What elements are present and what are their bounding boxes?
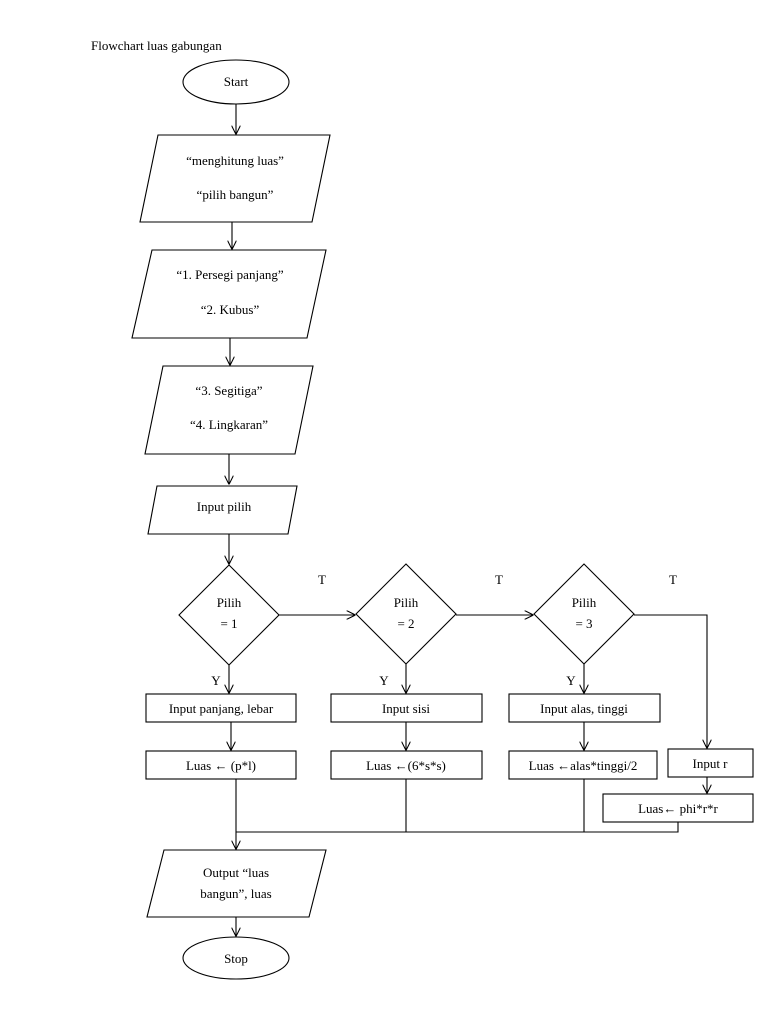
io-menghitung-luas: “menghitung luas” “pilih bangun” <box>139 134 331 223</box>
edge-label-true-1: Y <box>211 673 221 688</box>
d2-line1: Pilih <box>394 595 419 610</box>
p1-calc-label: Luas ← (p*l) <box>186 758 256 773</box>
decision-pilih-2: Pilih = 2 <box>355 563 457 665</box>
io1-line1: “menghitung luas” <box>186 153 284 168</box>
process-input-sisi: Input sisi <box>330 693 483 723</box>
process-input-alas-tinggi: Input alas, tinggi <box>508 693 661 723</box>
io1-line2: “pilih bangun” <box>197 187 274 202</box>
start-terminal: Start <box>182 59 290 105</box>
edge-merge-4 <box>236 822 679 833</box>
io2-line2: “2. Kubus” <box>201 302 260 317</box>
decision-pilih-1: Pilih = 1 <box>178 564 280 666</box>
p1-input-label: Input panjang, lebar <box>169 701 274 716</box>
p3-calc-label: Luas ←alas*tinggi/2 <box>529 758 638 773</box>
d2-line2: = 2 <box>397 616 414 631</box>
process-luas-segitiga: Luas ←alas*tinggi/2 <box>508 750 658 780</box>
p2-calc-label: Luas ←(6*s*s) <box>366 758 446 773</box>
process-input-r: Input r <box>667 748 754 778</box>
edge-label-false-3: T <box>669 572 677 587</box>
d1-line2: = 1 <box>220 616 237 631</box>
io-output-luas: Output “luas bangun”, luas <box>146 849 327 918</box>
p4-input-label: Input r <box>692 756 728 771</box>
output-line1: Output “luas <box>203 865 269 880</box>
process-luas-pl: Luas ← (p*l) <box>145 750 297 780</box>
page-title: Flowchart luas gabungan <box>91 38 222 53</box>
input-pilih-label: Input pilih <box>197 499 252 514</box>
io3-line1: “3. Segitiga” <box>195 383 262 398</box>
edge-label-false-1: T <box>318 572 326 587</box>
d1-line1: Pilih <box>217 595 242 610</box>
process-luas-6ss: Luas ←(6*s*s) <box>330 750 483 780</box>
p3-input-label: Input alas, tinggi <box>540 701 628 716</box>
edge-label-false-2: T <box>495 572 503 587</box>
stop-terminal: Stop <box>182 936 290 980</box>
p4-calc-label: Luas← phi*r*r <box>638 801 718 816</box>
process-input-panjang-lebar: Input panjang, lebar <box>145 693 297 723</box>
edge-d3-input-r <box>634 614 707 748</box>
process-luas-lingkaran: Luas← phi*r*r <box>602 793 754 823</box>
d3-line2: = 3 <box>575 616 592 631</box>
start-label: Start <box>224 74 249 89</box>
decision-pilih-3: Pilih = 3 <box>533 563 635 665</box>
io2-line1: “1. Persegi panjang” <box>176 267 283 282</box>
io-segitiga-lingkaran: “3. Segitiga” “4. Lingkaran” <box>144 365 314 455</box>
io-persegi-kubus: “1. Persegi panjang” “2. Kubus” <box>131 249 327 339</box>
output-line2: bangun”, luas <box>200 886 271 901</box>
io-input-pilih: Input pilih <box>147 485 298 535</box>
stop-label: Stop <box>224 951 248 966</box>
edge-label-true-2: Y <box>379 673 389 688</box>
io3-line2: “4. Lingkaran” <box>190 417 268 432</box>
d3-line1: Pilih <box>572 595 597 610</box>
p2-input-label: Input sisi <box>382 701 430 716</box>
edge-label-true-3: Y <box>566 673 576 688</box>
